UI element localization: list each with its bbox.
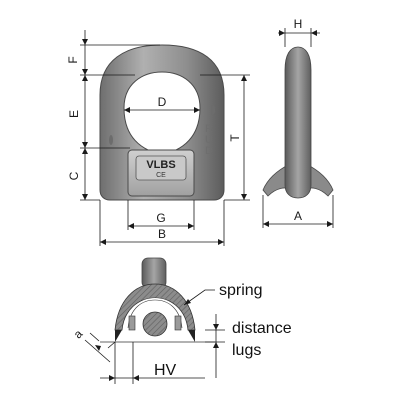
dim-t: T [228, 134, 242, 142]
front-view: VLBS CE R U D [99, 44, 225, 201]
weld-left [115, 330, 122, 342]
side-letter-d: D [205, 145, 213, 157]
dim-h: H [294, 17, 303, 31]
distance-lug-right [174, 315, 182, 331]
dim-d: D [158, 95, 167, 109]
callout-spring: spring [219, 282, 263, 299]
front-dimensions: F E C D T G B [66, 30, 250, 246]
side-view [262, 46, 334, 199]
brand-text: VLBS [146, 159, 175, 171]
marker-right [211, 105, 215, 115]
side-letter-r: R [205, 123, 213, 135]
dim-c: C [67, 171, 81, 180]
name-plate [135, 155, 187, 181]
callout-lugs: lugs [232, 342, 261, 359]
callout-distance: distance [232, 320, 292, 337]
side-dimensions: H A [262, 17, 334, 228]
section-ring-stub [141, 257, 167, 289]
round-section [142, 311, 168, 337]
ce-mark: CE [156, 172, 166, 179]
dim-e: E [67, 110, 81, 118]
section-detail [100, 257, 215, 343]
weld-right [188, 330, 195, 342]
dim-a: A [294, 209, 302, 223]
ring-opening [123, 71, 201, 151]
distance-lug-left [128, 315, 136, 331]
side-letter-u: U [205, 134, 213, 146]
dim-b: B [158, 227, 166, 241]
dim-f: F [66, 56, 80, 63]
dim-hv: HV [154, 362, 177, 379]
marker-left [109, 135, 113, 145]
side-ring [284, 46, 312, 199]
dim-g: G [156, 211, 165, 225]
dim-weld-a: a [71, 326, 86, 341]
section-annotations: spring distance lugs a HV [71, 282, 292, 384]
